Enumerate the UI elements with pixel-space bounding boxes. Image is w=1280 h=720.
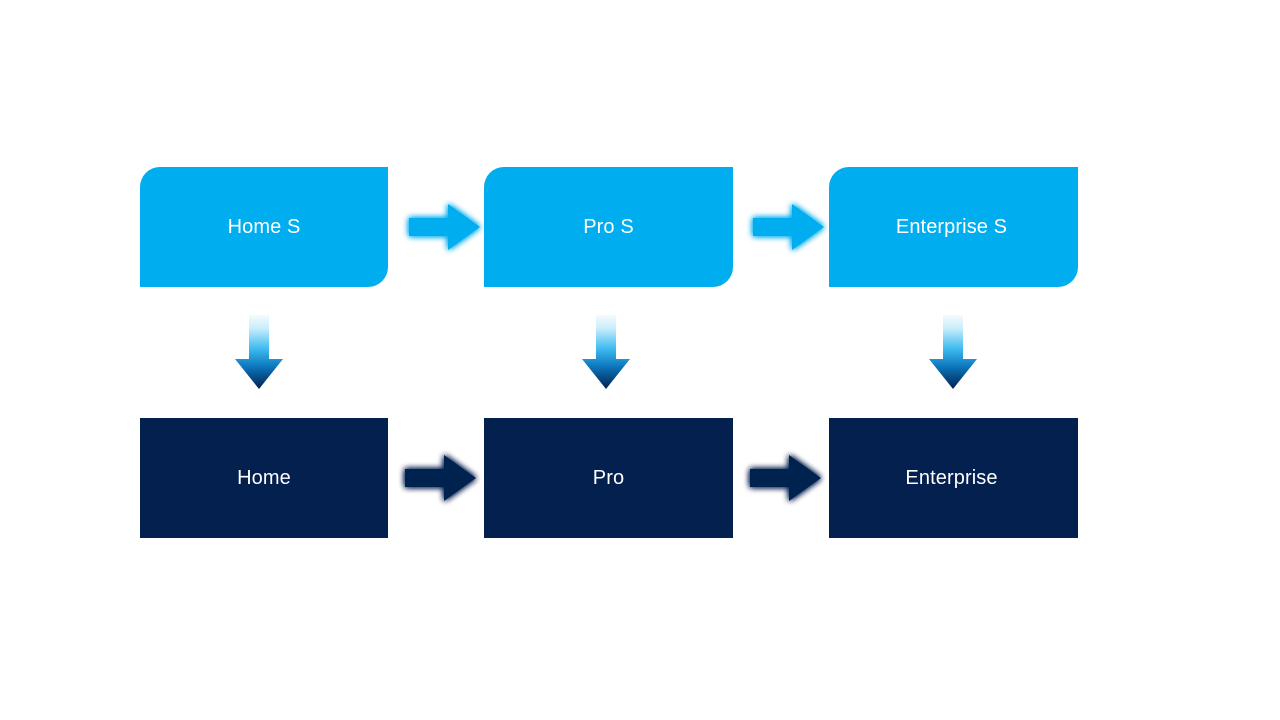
node-pro[interactable]: Pro	[484, 418, 733, 538]
node-pro-s-label: Pro S	[583, 216, 634, 238]
arrow-enterprise-s-to-enterprise-icon	[925, 311, 981, 393]
node-home-label: Home	[237, 467, 291, 489]
arrow-home-to-pro-icon	[400, 449, 482, 507]
arrow-pro-s-to-pro-icon	[578, 311, 634, 393]
node-pro-label: Pro	[592, 467, 625, 489]
node-pro-s[interactable]: Pro S	[484, 167, 733, 287]
node-home[interactable]: Home	[140, 418, 388, 538]
node-enterprise-label: Enterprise	[905, 467, 998, 489]
node-home-s[interactable]: Home S	[140, 167, 388, 287]
arrow-pro-to-enterprise-icon	[745, 449, 827, 507]
node-home-s-label: Home S	[227, 216, 301, 238]
node-enterprise-s[interactable]: Enterprise S	[829, 167, 1078, 287]
arrow-home-s-to-home-icon	[231, 311, 287, 393]
node-enterprise-s-label: Enterprise S	[895, 216, 1008, 238]
node-enterprise[interactable]: Enterprise	[829, 418, 1078, 538]
arrow-home-s-to-pro-s-icon	[404, 198, 486, 256]
arrow-pro-s-to-enterprise-s-icon	[748, 198, 830, 256]
